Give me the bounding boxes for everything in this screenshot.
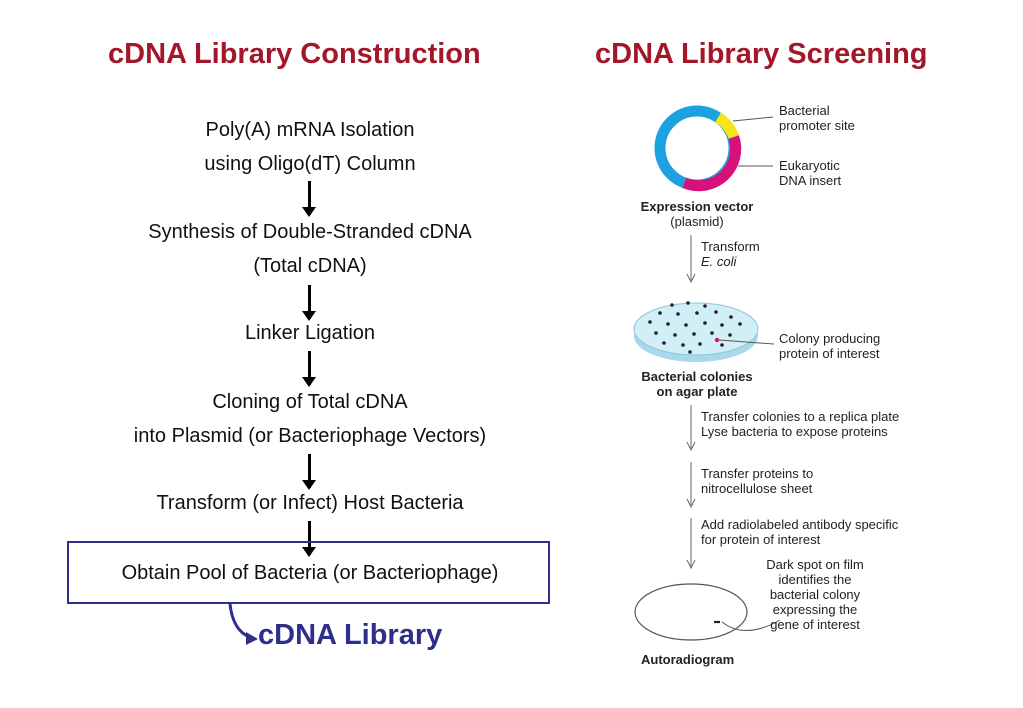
- step-mrna-isolation: Poly(A) mRNA Isolation using Oligo(dT) C…: [50, 113, 570, 181]
- colony-of-interest: [714, 337, 720, 343]
- right-flow-arrows: [686, 235, 696, 570]
- dark-spot-pointer: [721, 619, 781, 631]
- transform-line2: E. coli: [701, 254, 737, 269]
- plate-line2: on agar plate: [656, 384, 738, 399]
- library-arrowhead: [246, 632, 258, 645]
- step-linker-ligation: Linker Ligation: [50, 316, 570, 350]
- transform-line1: Transform: [701, 239, 760, 254]
- replica-line1: Transfer colonies to a replica plate: [701, 409, 900, 424]
- plasmid-icon: [654, 105, 742, 192]
- flow-arrow-2: [302, 285, 316, 321]
- colony-dots: [648, 301, 742, 354]
- step-cdna-synthesis: Synthesis of Double-Stranded cDNA (Total…: [50, 215, 570, 283]
- antibody-line2: for protein of interest: [701, 532, 821, 547]
- plate-line1: Bacterial colonies: [641, 369, 753, 384]
- autoradiogram-film: [634, 583, 748, 641]
- dark-line4: expressing the: [772, 602, 858, 617]
- step-mrna-line2: using Oligo(dT) Column: [204, 153, 416, 175]
- step-transform: Transform (or Infect) Host Bacteria: [50, 486, 570, 520]
- step-obtain-pool: Obtain Pool of Bacteria (or Bacteriophag…: [121, 562, 499, 584]
- insert-line2: DNA insert: [779, 173, 842, 188]
- vector-title: Expression vector: [640, 199, 754, 214]
- step-cloning-line2: into Plasmid (or Bacteriophage Vectors): [133, 425, 487, 447]
- vector-label: Expression vector (plasmid): [633, 199, 761, 229]
- library-curve-arrow: [228, 603, 253, 640]
- step-mrna-line1: Poly(A) mRNA Isolation: [205, 119, 415, 141]
- step-cloning: Cloning of Total cDNA into Plasmid (or B…: [50, 385, 570, 453]
- pool-box: [67, 541, 550, 604]
- dark-line5: gene of interest: [770, 617, 860, 632]
- insert-line1: Eukaryotic: [779, 158, 840, 173]
- autoradiogram-label: Autoradiogram: [641, 652, 735, 667]
- colony-pointer: [718, 339, 775, 345]
- dark-spot-label: Dark spot on film identifies the bacteri…: [750, 557, 880, 632]
- transfer-step-label: Transfer proteins to nitrocellulose shee…: [701, 466, 813, 496]
- step-cloning-line1: Cloning of Total cDNA: [212, 391, 408, 413]
- promoter-line1: Bacterial: [779, 103, 830, 118]
- step-cdna-line1: Synthesis of Double-Stranded cDNA: [148, 221, 472, 243]
- flow-arrow-1: [302, 181, 316, 217]
- colony-line2: protein of interest: [779, 346, 880, 361]
- step-linker-line1: Linker Ligation: [244, 322, 376, 344]
- insert-label: Eukaryotic DNA insert: [779, 158, 841, 188]
- promoter-pointer: [732, 116, 774, 122]
- promoter-label: Bacterial promoter site: [779, 103, 855, 133]
- promoter-line2: promoter site: [779, 118, 855, 133]
- colony-line1: Colony producing: [779, 331, 881, 346]
- left-title: cDNA Library Construction: [108, 38, 481, 70]
- dark-line1: Dark spot on film: [766, 557, 864, 572]
- step-transform-line1: Transform (or Infect) Host Bacteria: [156, 492, 464, 514]
- transfer-line1: Transfer proteins to: [701, 466, 814, 481]
- replica-step-label: Transfer colonies to a replica plate Lys…: [701, 409, 899, 439]
- transfer-line2: nitrocellulose sheet: [701, 481, 813, 496]
- replica-line2: Lyse bacteria to expose proteins: [701, 424, 888, 439]
- right-title: cDNA Library Screening: [595, 38, 928, 70]
- dark-line2: identifies the: [778, 572, 852, 587]
- antibody-line1: Add radiolabeled antibody specific: [701, 517, 899, 532]
- flow-arrow-5: [302, 521, 316, 557]
- dark-line3: bacterial colony: [769, 587, 861, 602]
- transform-label: Transform E. coli: [701, 239, 760, 269]
- flow-arrow-3: [302, 351, 316, 387]
- construction-flowchart: Poly(A) mRNA Isolation using Oligo(dT) C…: [50, 0, 570, 708]
- step-cdna-line2: (Total cDNA): [253, 255, 367, 277]
- antibody-step-label: Add radiolabeled antibody specific for p…: [701, 517, 898, 547]
- colony-label: Colony producing protein of interest: [779, 331, 880, 361]
- plate-label: Bacterial colonies on agar plate: [633, 369, 761, 399]
- flow-arrow-4: [302, 454, 316, 490]
- agar-plate-icon: [633, 301, 759, 362]
- cdna-library-label: cDNA Library: [258, 619, 443, 651]
- vector-sub: (plasmid): [670, 214, 724, 229]
